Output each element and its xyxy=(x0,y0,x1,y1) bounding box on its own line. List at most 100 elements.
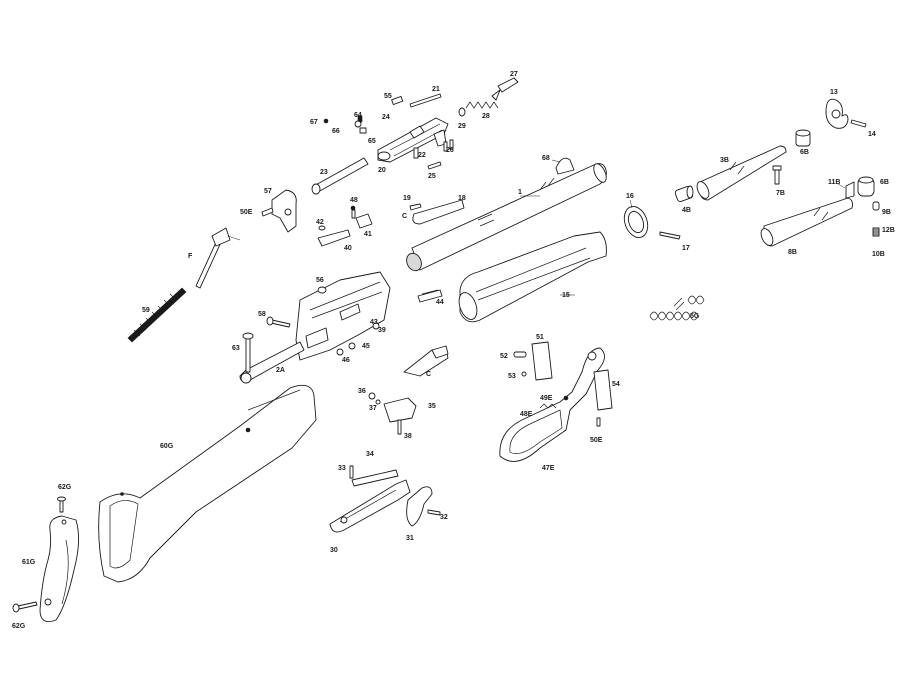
part-label: 48 xyxy=(350,197,358,204)
part-trigger xyxy=(406,486,441,527)
part-label: 19 xyxy=(403,195,411,202)
part-label: 62G xyxy=(12,623,26,630)
part-plate-54 xyxy=(593,369,613,411)
part-hammer xyxy=(271,189,297,233)
part-label: 6B xyxy=(800,149,809,156)
part-label: 13 xyxy=(830,89,838,96)
part-label: 56 xyxy=(316,277,324,284)
part-label: 2A xyxy=(276,367,285,374)
part-label: 25 xyxy=(428,173,436,180)
part-forearm-cap xyxy=(623,199,681,240)
part-screws-side xyxy=(336,322,380,356)
part-label: 8B xyxy=(788,249,797,256)
part-label: 21 xyxy=(432,86,440,93)
part-label: 52 xyxy=(500,353,508,360)
part-label: 18 xyxy=(458,195,466,202)
part-label: 33 xyxy=(338,465,346,472)
part-label: 24 xyxy=(382,114,390,121)
part-carrier-spring xyxy=(409,199,465,225)
part-label: 46 xyxy=(342,357,350,364)
part-label: 50E xyxy=(590,437,603,444)
part-label: 16 xyxy=(626,193,634,200)
part-lever-27 xyxy=(491,77,519,101)
part-link-44 xyxy=(417,289,443,303)
part-screw-58 xyxy=(266,316,291,328)
part-label: C xyxy=(402,213,407,220)
part-label: 44 xyxy=(436,299,444,306)
part-label: 14 xyxy=(868,131,876,138)
part-label: 28 xyxy=(482,113,490,120)
part-label: 1 xyxy=(518,189,522,196)
part-label: 51 xyxy=(536,334,544,341)
part-label: 68 xyxy=(542,155,550,162)
part-label: 41 xyxy=(364,231,372,238)
part-lever xyxy=(499,347,605,462)
part-trigger-plate xyxy=(329,479,411,533)
part-label: 38 xyxy=(404,433,412,440)
part-label: 17 xyxy=(682,245,690,252)
part-label: 22 xyxy=(418,152,426,159)
part-label: F xyxy=(188,253,193,260)
part-label: 62G xyxy=(58,484,72,491)
part-label: 10B xyxy=(872,251,885,258)
part-label: 50E xyxy=(240,209,253,216)
part-mainspring-guide xyxy=(195,227,241,289)
part-label: 60G xyxy=(160,443,174,450)
part-label: 7B xyxy=(776,190,785,197)
part-label: 59 xyxy=(142,307,150,314)
part-label: 36 xyxy=(358,388,366,395)
part-firing-pin xyxy=(311,157,369,195)
part-label: 27 xyxy=(510,71,518,78)
part-label: 31 xyxy=(406,535,414,542)
part-label: 11B xyxy=(828,179,840,186)
part-label: 67 xyxy=(310,119,318,126)
part-lever-pin-52 xyxy=(513,351,527,377)
part-label: 42 xyxy=(316,219,324,226)
part-barrel-band xyxy=(825,98,867,129)
part-bolt-assembly xyxy=(377,117,449,163)
part-forearm xyxy=(458,231,607,323)
part-buttplate xyxy=(39,515,79,623)
part-magazine-tube xyxy=(696,145,853,247)
part-buttstock xyxy=(98,384,317,583)
part-screw-56 xyxy=(317,286,327,294)
part-sear-group xyxy=(317,205,373,247)
part-safety-35 xyxy=(368,392,417,435)
part-label: 6B xyxy=(880,179,889,186)
part-label: 9B xyxy=(882,209,891,216)
part-label: 64 xyxy=(354,112,362,119)
part-label: 49E xyxy=(540,395,553,402)
part-label: 37 xyxy=(369,405,377,412)
part-magazine-plug xyxy=(674,185,694,202)
part-label: 3B xyxy=(720,157,729,164)
part-magazine-spring xyxy=(649,295,705,321)
part-label: 61G xyxy=(22,559,36,566)
part-label: 57 xyxy=(264,188,272,195)
part-screw-7b xyxy=(772,165,782,185)
part-label: 12B xyxy=(882,227,895,234)
part-label: 58 xyxy=(258,311,266,318)
part-label: 5G xyxy=(690,313,700,320)
part-barrel xyxy=(406,163,607,272)
part-label: 35 xyxy=(428,403,436,410)
part-label: 55 xyxy=(384,93,392,100)
part-label: 23 xyxy=(320,169,328,176)
part-label: 39 xyxy=(378,327,386,334)
part-label: 20 xyxy=(378,167,386,174)
part-screw-33 xyxy=(349,465,354,479)
part-label: 45 xyxy=(362,343,370,350)
part-label: 63 xyxy=(232,345,240,352)
part-label: 15 xyxy=(562,292,570,299)
part-magazine-end-parts xyxy=(837,176,880,237)
part-spring-48e xyxy=(539,403,557,409)
part-buttplate-screws xyxy=(12,496,66,613)
part-plate-51 xyxy=(531,341,553,381)
part-label: 30 xyxy=(330,547,338,554)
part-label: 26 xyxy=(446,147,454,154)
part-label: 34 xyxy=(366,451,374,458)
part-spring-28 xyxy=(458,101,499,117)
part-front-sight xyxy=(551,157,575,175)
part-label: 32 xyxy=(440,514,448,521)
part-ejector-rod xyxy=(409,93,442,108)
